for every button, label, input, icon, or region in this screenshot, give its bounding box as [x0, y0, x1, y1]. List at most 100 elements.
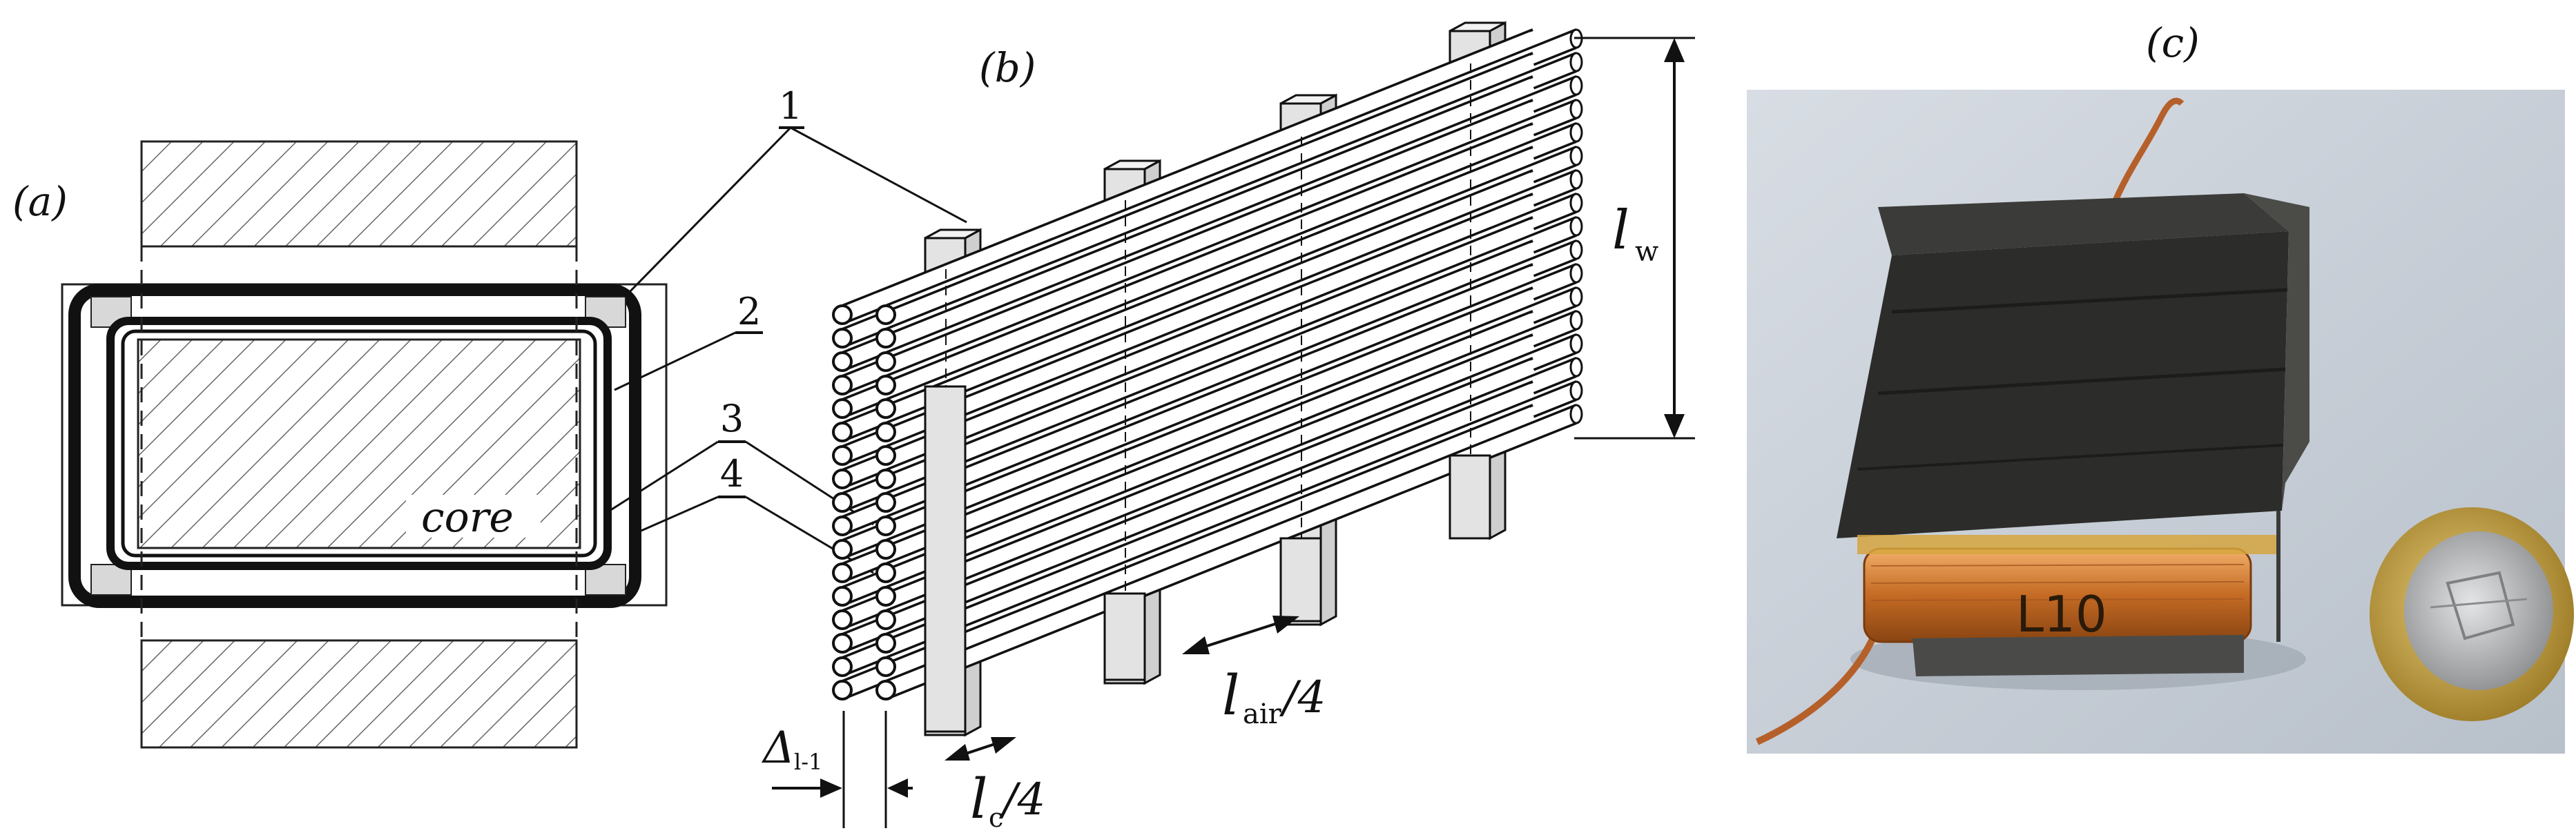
wire-end-circle	[875, 445, 896, 466]
spacer-front-1	[924, 385, 967, 733]
callout-2-number: 2	[737, 290, 761, 333]
wire-edge	[885, 239, 1577, 518]
spacer-front-2	[1103, 592, 1146, 681]
prototype-photo: L10	[1747, 90, 2574, 754]
lc-label-main: l	[970, 767, 988, 831]
wire-end-circle	[832, 304, 853, 325]
delta-label-sub: l-1	[794, 749, 822, 775]
lw-label-main: l	[1612, 199, 1629, 262]
wire-end-circle	[875, 304, 896, 325]
wire-far-end	[1569, 286, 1583, 307]
core-text-backdrop	[406, 495, 541, 538]
wire-edge	[885, 169, 1577, 448]
wire-end-circle	[875, 398, 896, 419]
wire-edge	[885, 310, 1577, 589]
ferrite-top-face	[1878, 193, 2289, 255]
wire-end-circle	[832, 375, 853, 395]
wire-edge	[885, 216, 1577, 495]
lair-label-sub: air	[1243, 698, 1282, 730]
wire-body	[840, 126, 1536, 415]
callout-1-number: 1	[779, 84, 802, 128]
wire-far-end	[1569, 52, 1583, 72]
wire-body	[840, 102, 1536, 392]
lead-wire-top	[2109, 97, 2185, 208]
wire-far-end	[1569, 310, 1583, 331]
wire-end-circle	[832, 328, 853, 349]
wire-end-circle	[832, 562, 853, 583]
wire-end-circle	[875, 516, 896, 536]
wire-edge	[885, 75, 1577, 354]
panel-b-label: (b)	[979, 44, 1036, 91]
wire-body	[840, 79, 1536, 369]
lair-label-main: l	[1222, 663, 1240, 727]
wire-far-end	[1569, 169, 1583, 190]
callout-1: 1	[623, 84, 967, 298]
dimension-delta: Δ l-1	[761, 711, 913, 828]
wire-far-end	[1569, 357, 1583, 378]
wire-edge	[842, 122, 1533, 401]
coil-tape-text: L10	[2016, 585, 2107, 643]
wire-end-circle	[832, 633, 853, 654]
wire-end-circle	[832, 656, 853, 677]
wire-end-circle	[832, 398, 853, 419]
dimension-lw: l w	[1574, 37, 1695, 440]
wire-end-circle	[875, 539, 896, 560]
wire-edge	[842, 75, 1533, 354]
wire-end-circle	[875, 422, 896, 442]
spacer-front-3	[1279, 537, 1322, 623]
wire-far-end	[1569, 239, 1583, 260]
wire-end-circle	[832, 516, 853, 536]
wire-ends	[832, 304, 896, 700]
wire-end-circle	[832, 351, 853, 372]
wire-end-circle	[875, 680, 896, 700]
delta-label-main: Δ	[761, 723, 795, 774]
wire-far-end	[1569, 122, 1583, 143]
callout-4-number: 4	[720, 452, 744, 496]
wire-far-end	[1569, 404, 1583, 424]
ferrite-front-face	[1837, 231, 2289, 538]
wire-edge	[842, 99, 1533, 378]
wire-edge	[885, 263, 1577, 542]
lower-core-hatched	[140, 639, 578, 749]
wire-end-circle	[832, 609, 853, 630]
callout-3-number: 3	[720, 397, 744, 440]
core-label: core	[421, 493, 514, 542]
wire-end-circle	[875, 656, 896, 677]
wire-end-circle	[875, 609, 896, 630]
wire-edge	[885, 357, 1577, 636]
wire-end-circle	[875, 375, 896, 395]
wire-end-circle	[875, 492, 896, 513]
ferrite-right-face	[2244, 193, 2309, 511]
callout-2: 2	[614, 290, 763, 391]
panel-b: (b) l w l air /4 l	[761, 21, 1695, 833]
kapton-edge	[1857, 535, 2278, 554]
coin-center	[2404, 531, 2553, 690]
lw-label-sub: w	[1635, 236, 1658, 268]
wire-end-circle	[875, 633, 896, 654]
wire-end-circle	[875, 586, 896, 607]
wire-far-end	[1569, 99, 1583, 119]
wire-end-circle	[875, 351, 896, 372]
spacer-front-4	[1449, 454, 1491, 540]
wire-edge	[885, 28, 1577, 307]
wire-far-end	[1569, 380, 1583, 401]
wire-end-circle	[832, 492, 853, 513]
wire-edge	[842, 146, 1533, 424]
panel-c-label: (c)	[2146, 19, 2200, 66]
wire-edge	[885, 404, 1577, 683]
wire-edge	[885, 193, 1577, 471]
wire-end-circle	[832, 539, 853, 560]
upper-core-hatched	[140, 140, 578, 248]
wire-edge	[885, 286, 1577, 565]
wire-edge	[885, 380, 1577, 659]
wire-far-end	[1569, 193, 1583, 213]
wire-far-end	[1569, 216, 1583, 237]
wire-edge	[842, 28, 1533, 307]
wire-end-circle	[875, 328, 896, 349]
wire-edge	[885, 122, 1577, 401]
lc-label-tail: /4	[998, 774, 1045, 825]
wire-end-circle	[832, 586, 853, 607]
panel-c: (c) L10	[1747, 19, 2574, 754]
wire-far-end	[1569, 263, 1583, 284]
